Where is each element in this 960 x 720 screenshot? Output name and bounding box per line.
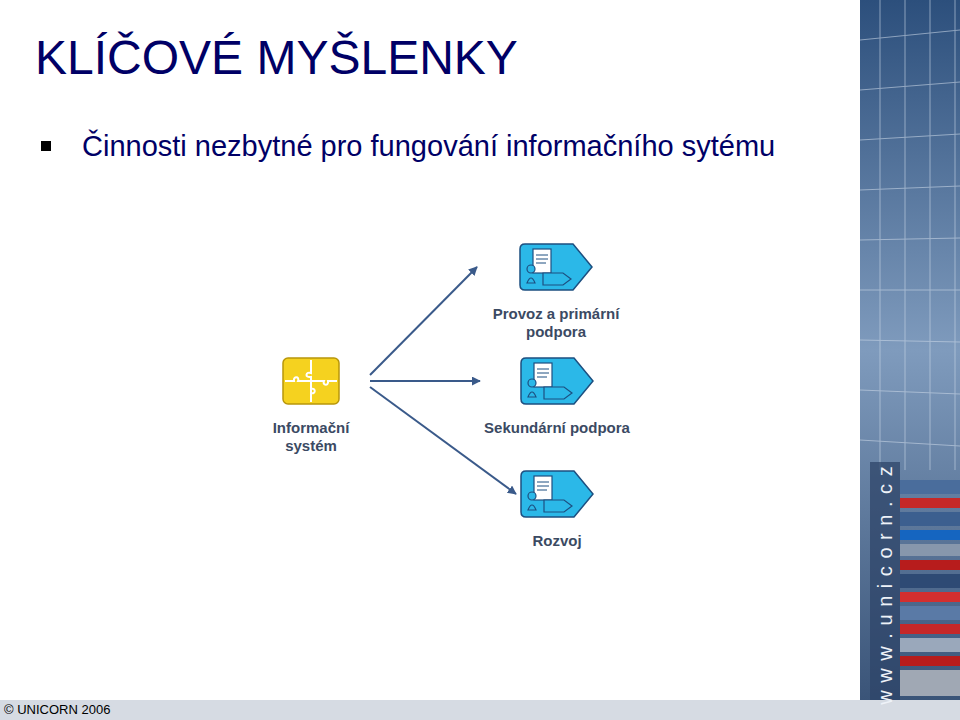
color-stripes: [900, 480, 960, 696]
activity-icon: [520, 470, 594, 518]
flow-arrow: [370, 267, 477, 375]
node-label: Sekundární podpora: [484, 419, 630, 437]
window-grid: [860, 0, 960, 470]
system-node: Informační systém: [254, 357, 368, 455]
activity-node: Sekundární podpora: [482, 357, 632, 437]
activity-icon: [519, 243, 593, 291]
node-label: Rozvoj: [532, 532, 581, 550]
bullet-text: Činnosti nezbytné pro fungování informač…: [82, 125, 782, 167]
node-label: Provoz a primární podpora: [479, 305, 633, 341]
activity-icon: [520, 357, 594, 405]
activity-node: Rozvoj: [518, 470, 596, 550]
footer-bar: [0, 700, 960, 720]
flow-arrow: [370, 387, 516, 494]
puzzle-icon: [282, 357, 340, 405]
activity-node: Provoz a primární podpora: [479, 243, 633, 341]
slide-title: KLÍČOVÉ MYŠLENKY: [35, 30, 518, 86]
node-label: Informační systém: [254, 419, 368, 455]
watermark: w w w . u n i c o r n . c z: [873, 465, 897, 704]
copyright: © UNICORN 2006: [4, 702, 110, 718]
bullet-square: [41, 141, 51, 151]
flow-arrow: [370, 380, 480, 382]
